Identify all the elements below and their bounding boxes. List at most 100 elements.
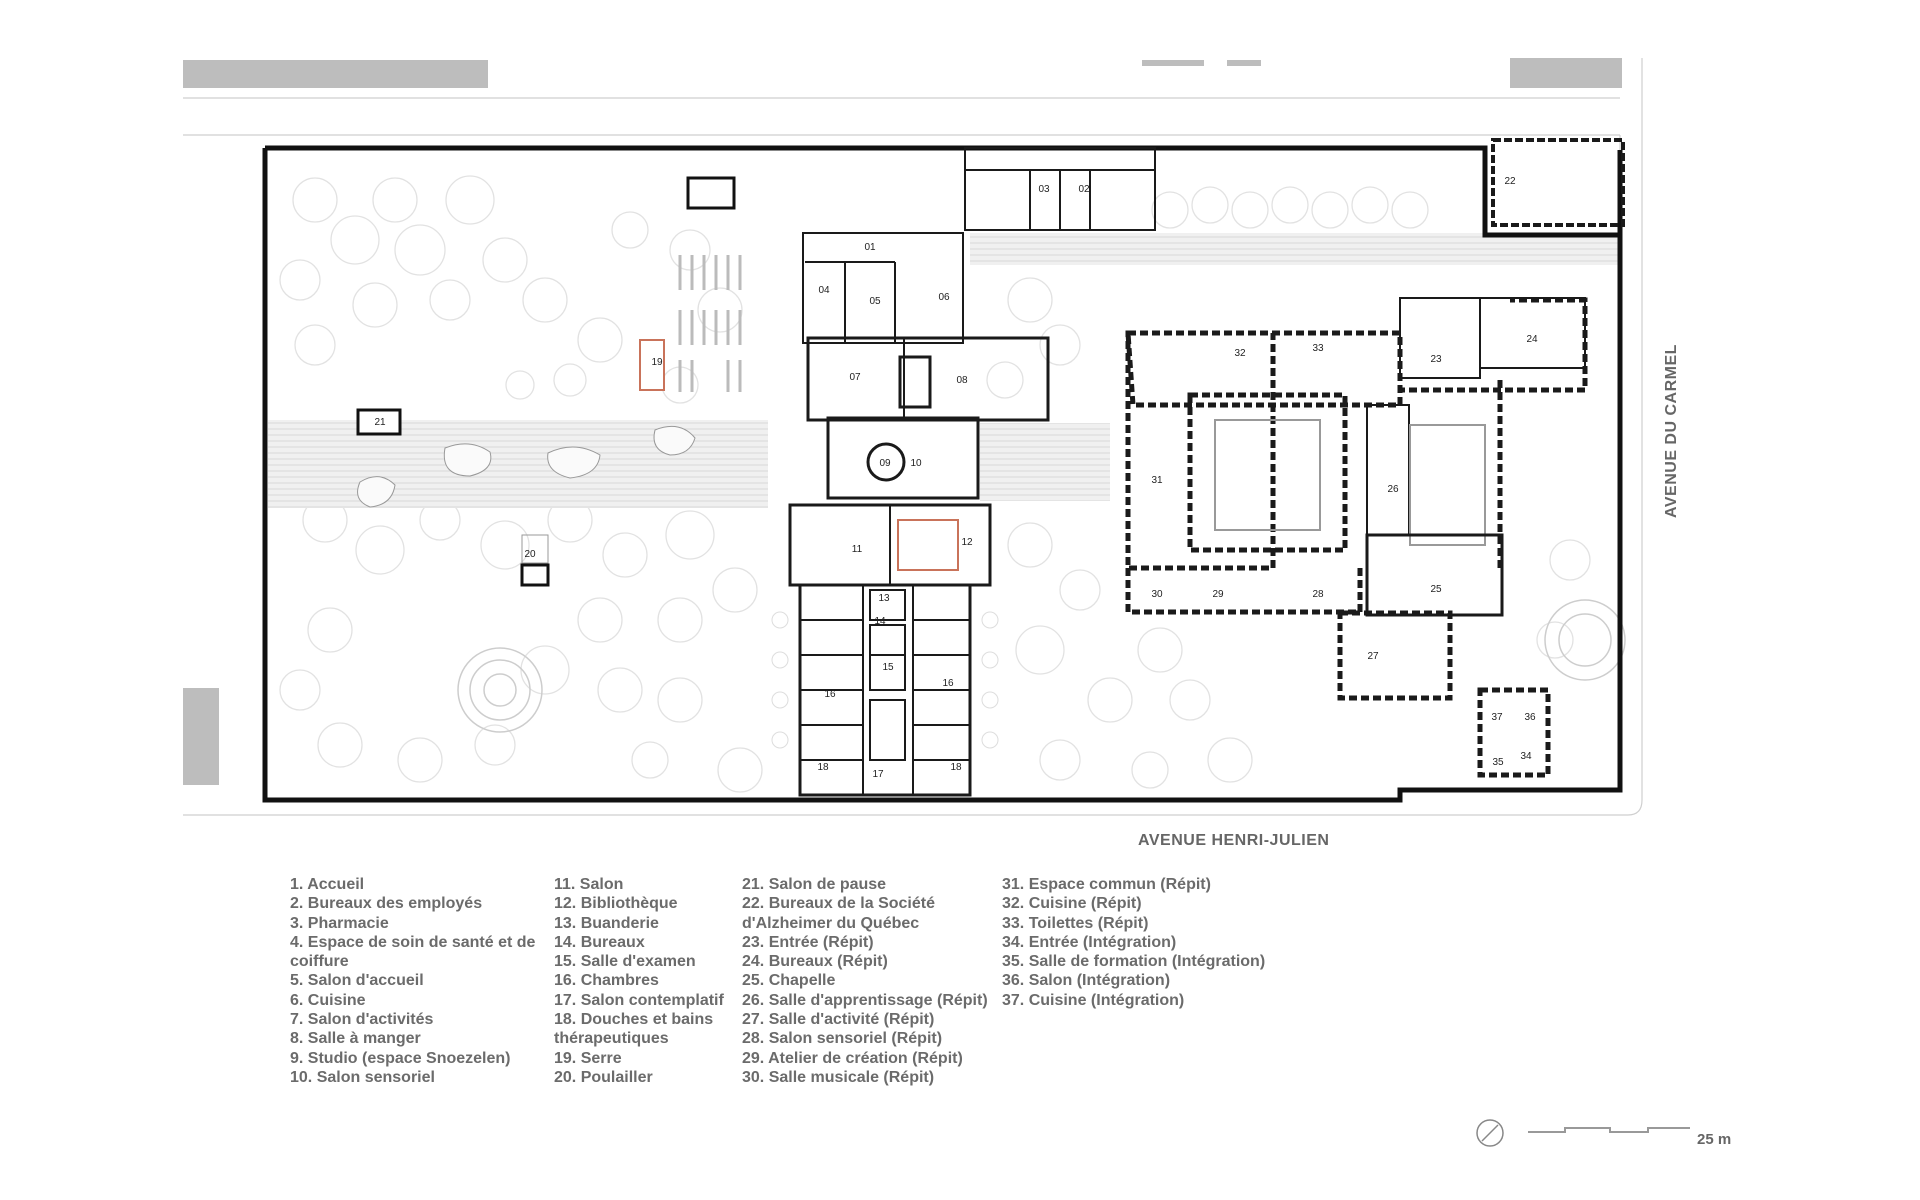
- scale-bar: [1528, 1127, 1690, 1133]
- room-label-04: 04: [818, 285, 830, 296]
- garden-path: [268, 420, 768, 508]
- legend-item: 35. Salle de formation (Intégration): [1002, 953, 1266, 971]
- legend-item: 11. Salon: [554, 876, 624, 893]
- legend-item: 18. Douches et bains thérapeutiques: [554, 1011, 714, 1048]
- property-boundary: [262, 145, 1623, 803]
- legend-item: 21. Salon de pause: [742, 876, 887, 893]
- legend-item: 19. Serre: [554, 1049, 622, 1067]
- legend-item: 28. Salon sensoriel (Répit): [742, 1030, 943, 1048]
- scale-label: 25 m: [1697, 1131, 1732, 1148]
- room-label-31: 31: [1151, 475, 1163, 486]
- greenhouse: [639, 339, 665, 391]
- room-label-21: 21: [374, 417, 386, 428]
- legend-item: 30. Salle musicale (Répit): [742, 1068, 935, 1086]
- room-label-09: 09: [879, 458, 891, 469]
- room-label-34: 34: [1520, 751, 1532, 762]
- room-label-08: 08: [956, 375, 968, 386]
- large-tree-icon: [457, 599, 1626, 733]
- legend-item: 7. Salon d'activités: [290, 1011, 434, 1029]
- legend-item: 13. Buanderie: [554, 914, 659, 932]
- room-label-14: 14: [874, 616, 886, 627]
- pause-pavilion: [356, 408, 402, 436]
- society-building: [1491, 138, 1625, 227]
- legend-item: 14. Bureaux: [554, 933, 645, 951]
- room-label-25: 25: [1430, 584, 1442, 595]
- legend-item: 34. Entrée (Intégration): [1002, 933, 1177, 951]
- henhouse-run: [521, 534, 549, 564]
- room-label-06: 06: [938, 292, 950, 303]
- room-label-02: 02: [1078, 184, 1090, 195]
- room-label-12: 12: [961, 537, 973, 548]
- room-label-11: 11: [852, 544, 863, 555]
- room-label-36: 36: [1524, 712, 1536, 723]
- street-label-south: AVENUE HENRI-JULIEN: [1138, 832, 1330, 849]
- room-label-33: 33: [1312, 343, 1324, 354]
- room-label-27: 27: [1367, 651, 1379, 662]
- room-label-23: 23: [1430, 354, 1442, 365]
- legend-item: 9. Studio (espace Snoezelen): [290, 1049, 511, 1067]
- room-label-16-east: 16: [942, 678, 954, 689]
- room-label-24: 24: [1526, 334, 1538, 345]
- legend-item: 32. Cuisine (Répit): [1002, 895, 1142, 913]
- tree-icon: [279, 175, 1591, 793]
- legend-item: 1. Accueil: [290, 876, 365, 893]
- legend-item: 15. Salle d'examen: [554, 953, 696, 971]
- north-arrow-icon: [1476, 1119, 1504, 1147]
- legend-item: 37. Cuisine (Intégration): [1002, 991, 1185, 1009]
- legend-item: 12. Bibliothèque: [554, 895, 678, 913]
- legend-column-3: 21. Salon de pause 22. Bureaux de la Soc…: [742, 875, 1002, 1087]
- legend-item: 10. Salon sensoriel: [290, 1068, 435, 1086]
- room-label-07: 07: [849, 372, 861, 383]
- pergola: [686, 176, 736, 210]
- legend-item: 31. Espace commun (Répit): [1002, 876, 1211, 893]
- north-walkway: [970, 233, 1620, 265]
- legend-item: 36. Salon (Intégration): [1002, 972, 1171, 990]
- garden-beds: [678, 255, 742, 392]
- respite-interior: [1214, 297, 1586, 617]
- room-label-22: 22: [1504, 176, 1516, 187]
- legend-item: 20. Poulailler: [554, 1068, 653, 1086]
- respite-building: [1125, 297, 1588, 778]
- legend-item: 26. Salle d'apprentissage (Répit): [742, 991, 988, 1009]
- east-walkway: [980, 423, 1110, 501]
- legend-item: 27. Salle d'activité (Répit): [742, 1011, 935, 1029]
- room-label-30: 30: [1151, 589, 1163, 600]
- legend-item: 5. Salon d'accueil: [290, 972, 424, 990]
- room-label-15: 15: [882, 662, 894, 673]
- room-label-01: 01: [864, 242, 876, 253]
- legend-column-1: 1. Accueil 2. Bureaux des employés 3. Ph…: [290, 875, 550, 1087]
- room-label-16-west: 16: [824, 689, 836, 700]
- street-label-east-text: AVENUE DU CARMEL: [1663, 344, 1680, 518]
- legend-item: 29. Atelier de création (Répit): [742, 1049, 963, 1067]
- legend-item: 23. Entrée (Répit): [742, 933, 874, 951]
- rock-features: [357, 425, 696, 508]
- legend-item: 25. Chapelle: [742, 972, 836, 990]
- legend-item: 6. Cuisine: [290, 991, 366, 1009]
- room-label-32: 32: [1234, 348, 1246, 359]
- room-label-28: 28: [1312, 589, 1324, 600]
- henhouse: [520, 563, 550, 587]
- main-building-trees: [771, 611, 999, 749]
- legend-item: 16. Chambres: [554, 972, 659, 990]
- legend-item: 24. Bureaux (Répit): [742, 953, 888, 971]
- room-label-20: 20: [524, 549, 536, 560]
- room-label-03: 03: [1038, 184, 1050, 195]
- legend-item: 8. Salle à manger: [290, 1030, 421, 1048]
- neighbour-buildings: [183, 58, 1622, 785]
- legend-item: 4. Espace de soin de santé et de coiffur…: [290, 933, 536, 971]
- legend-item: 17. Salon contemplatif: [554, 991, 724, 1009]
- main-building: [788, 147, 1156, 797]
- room-label-26: 26: [1387, 484, 1399, 495]
- legend-item: 3. Pharmacie: [290, 914, 389, 932]
- room-label-17: 17: [872, 769, 884, 780]
- room-label-18-west: 18: [817, 762, 829, 773]
- legend-item: 2. Bureaux des employés: [290, 895, 483, 913]
- room-label-13: 13: [878, 593, 890, 604]
- legend-column-2: 11. Salon 12. Bibliothèque 13. Buanderie…: [554, 875, 754, 1087]
- legend-column-4: 31. Espace commun (Répit) 32. Cuisine (R…: [1002, 875, 1322, 1010]
- room-label-19: 19: [651, 357, 663, 368]
- room-label-05: 05: [869, 296, 881, 307]
- legend-item: 33. Toilettes (Répit): [1002, 914, 1149, 932]
- room-label-18-east: 18: [950, 762, 962, 773]
